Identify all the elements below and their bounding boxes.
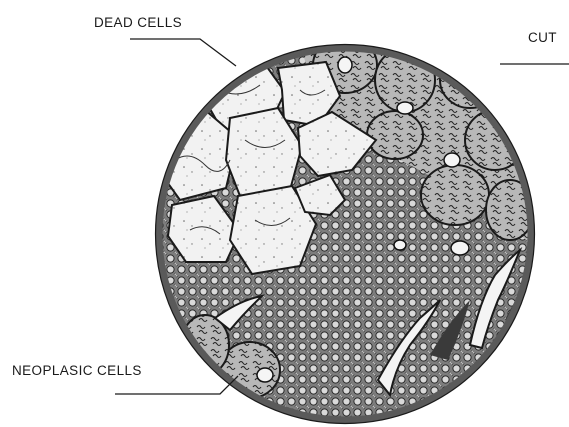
dead-cells-leader-line [130,39,236,66]
microscope-field [150,37,550,427]
label-cut: CUT [528,30,557,45]
label-dead-cells: DEAD CELLS [94,15,182,30]
neoplasic-cells-leader-line [115,376,238,394]
label-neoplasic-cells: NEOPLASIC CELLS [12,363,142,378]
